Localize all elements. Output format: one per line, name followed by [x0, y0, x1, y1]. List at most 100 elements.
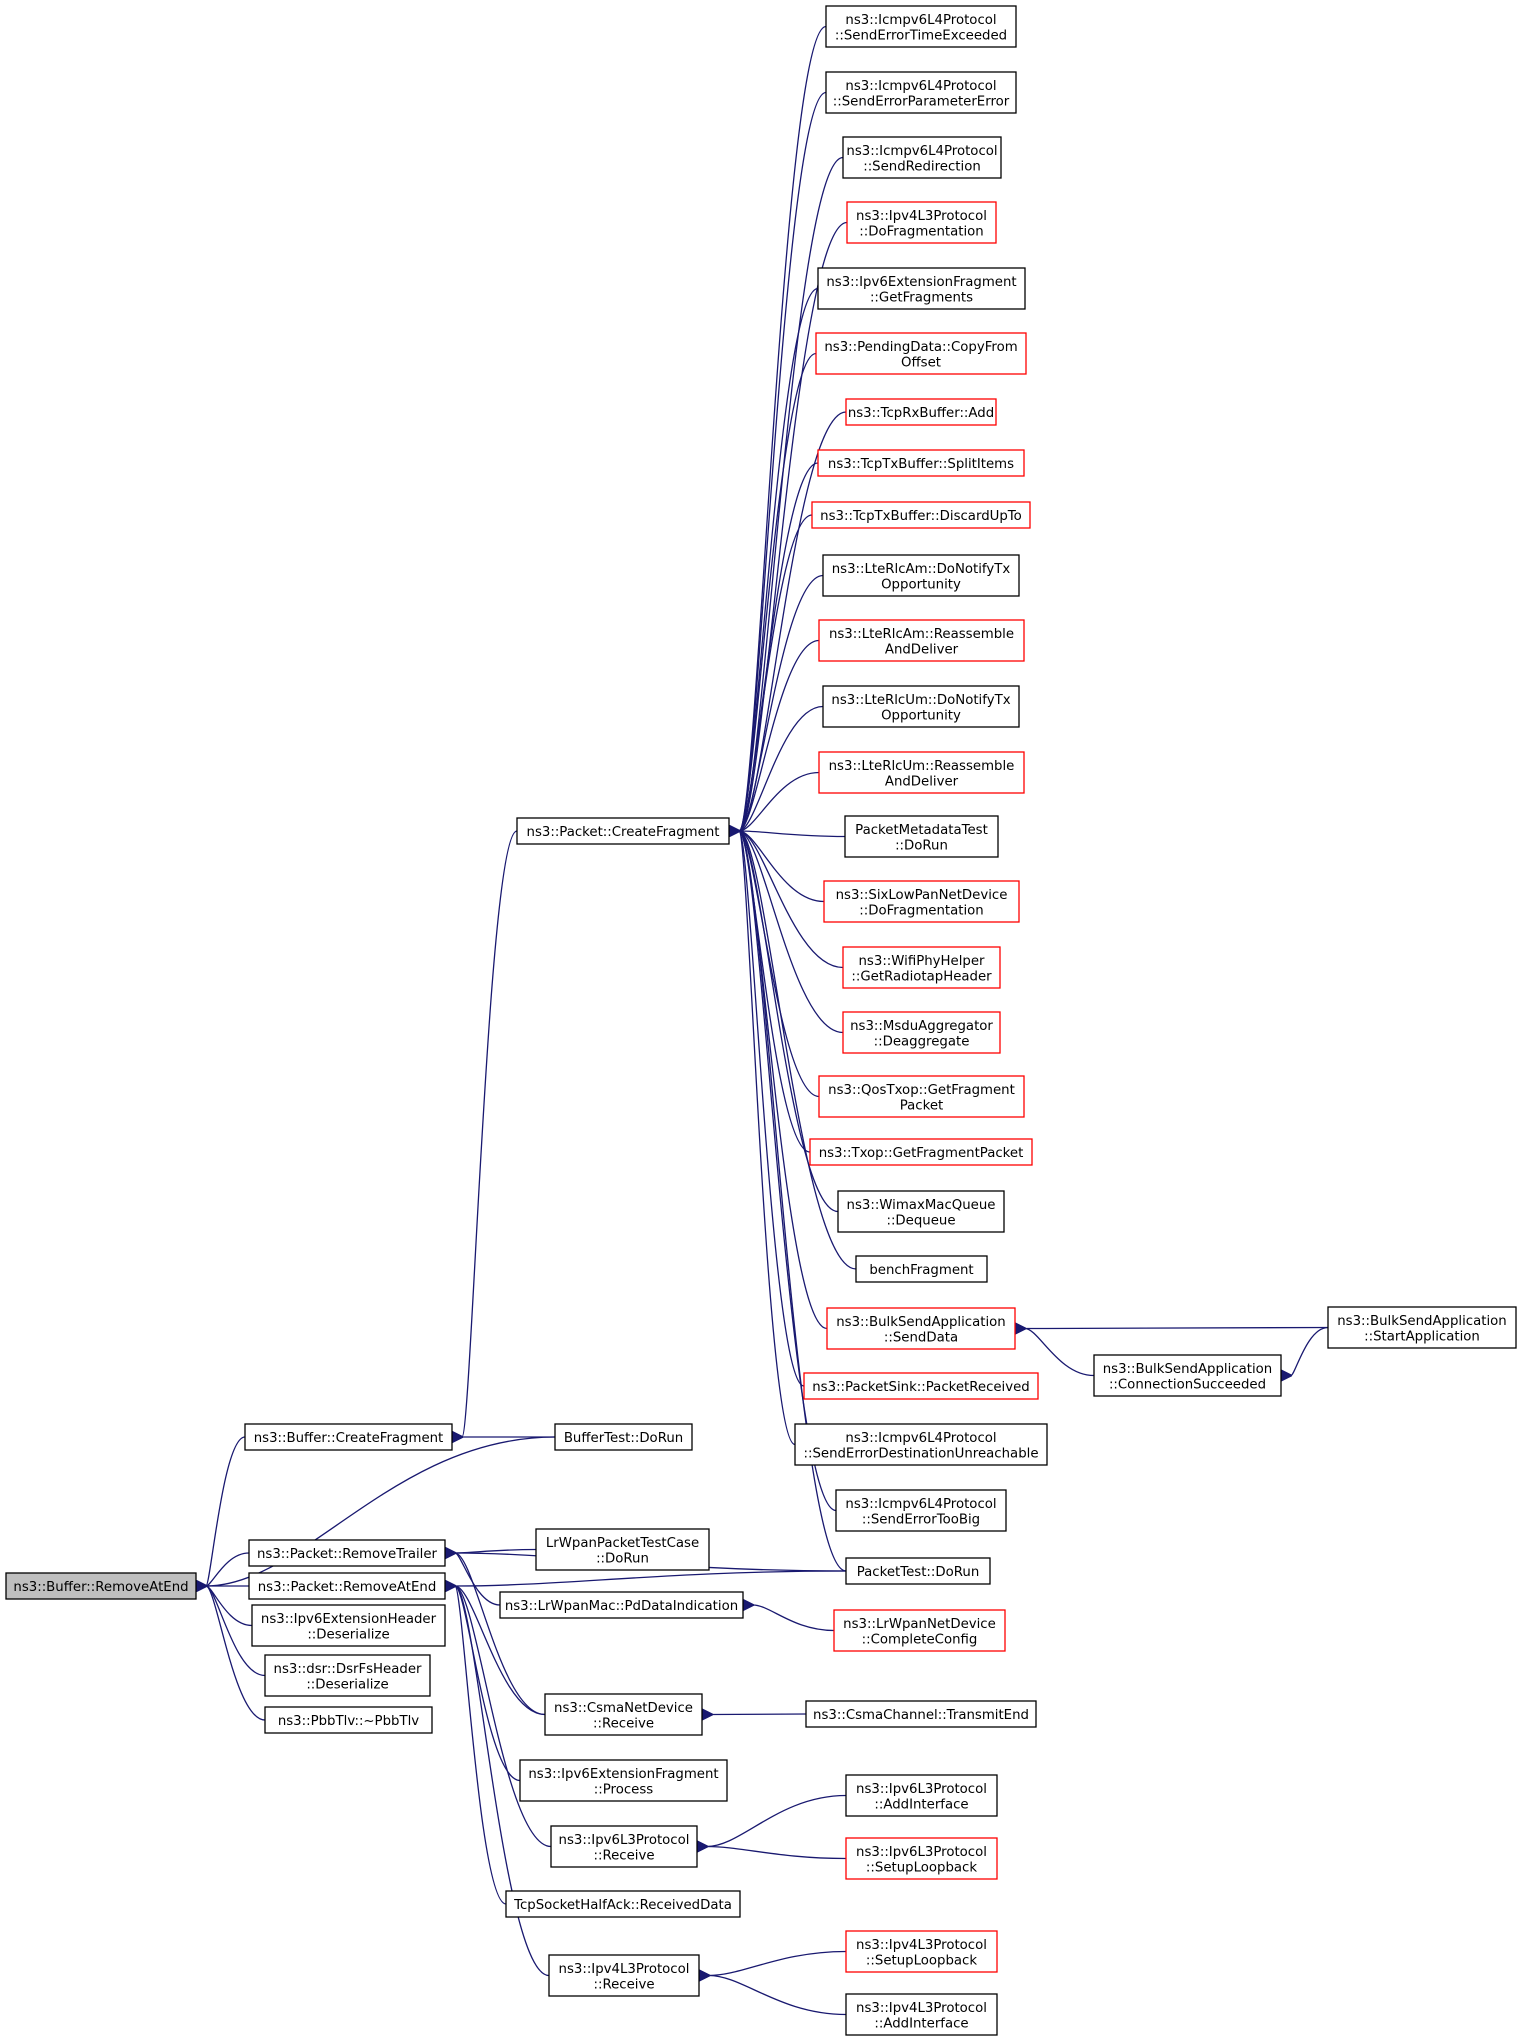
graph-node-bulkSendData[interactable]: ns3::BulkSendApplication::SendData [826, 1307, 1016, 1350]
node-label: ns3::CsmaChannel::TransmitEnd [813, 1708, 1029, 1723]
node-label: ns3::LteRlcUm::Reassemble [829, 759, 1015, 774]
edge-msduAgg-to-pktCreateFrag [739, 831, 844, 1034]
graph-node-bulkStartApp[interactable]: ns3::BulkSendApplication::StartApplicati… [1327, 1306, 1517, 1349]
node-label: PacketTest::DoRun [857, 1565, 980, 1580]
node-label: ns3::LteRlcUm::DoNotifyTx [831, 693, 1010, 708]
node-label: ns3::LteRlcAm::Reassemble [829, 627, 1014, 642]
graph-node-ipv6L3Recv[interactable]: ns3::Ipv6L3Protocol::Receive [550, 1825, 698, 1868]
node-box [248, 1539, 446, 1567]
node-label: ::AddInterface [874, 1797, 968, 1812]
graph-node-wifiPhyHelper[interactable]: ns3::WifiPhyHelper::GetRadiotapHeader [842, 946, 1001, 989]
edge-icmpParamErr-to-pktCreateFrag [739, 91, 827, 832]
node-label: ns3::Packet::RemoveTrailer [257, 1547, 438, 1562]
edge-lrwpanPktTest-to-pktRemoveTrailer [455, 1550, 537, 1554]
graph-node-ipv6SetupLoop[interactable]: ns3::Ipv6L3Protocol::SetupLoopback [845, 1837, 998, 1880]
node-box [846, 201, 997, 244]
graph-node-bulkConnSucc[interactable]: ns3::BulkSendApplication::ConnectionSucc… [1093, 1354, 1282, 1397]
node-box [845, 1837, 998, 1880]
graph-node-icmpTooBig[interactable]: ns3::Icmpv6L4Protocol::SendErrorTooBig [835, 1489, 1007, 1532]
edge-ipv6L3Recv-to-pktRemoveAtEnd [455, 1586, 552, 1848]
edge-packetTestDoRun-to-pktCreateFrag [739, 831, 847, 1572]
edge-wimaxDequeue-to-pktCreateFrag [739, 831, 839, 1213]
node-label: ns3::TcpTxBuffer::SplitItems [828, 457, 1014, 472]
graph-node-icmpParamErr[interactable]: ns3::Icmpv6L4Protocol::SendErrorParamete… [825, 71, 1017, 114]
node-box [499, 1591, 744, 1619]
graph-node-icmpDestUnr[interactable]: ns3::Icmpv6L4Protocol::SendErrorDestinat… [794, 1423, 1048, 1466]
node-label: ::SendErrorTooBig [862, 1512, 980, 1527]
graph-node-ipv4SetupLoop[interactable]: ns3::Ipv4L3Protocol::SetupLoopback [845, 1930, 998, 1973]
graph-node-ipv4L3Recv[interactable]: ns3::Ipv4L3Protocol::Receive [548, 1954, 700, 1997]
graph-node-lrwpanPktTest[interactable]: LrWpanPacketTestCase::DoRun [535, 1528, 710, 1571]
node-box [818, 751, 1025, 794]
edge-csmaTransmitEnd-to-csmaRecv [712, 1714, 807, 1715]
edge-ipv4SetupLoop-to-ipv4L3Recv [709, 1950, 847, 1976]
node-label: ::GetFragments [870, 290, 973, 305]
graph-node-ipv6ExtFragGet[interactable]: ns3::Ipv6ExtensionFragment::GetFragments [817, 267, 1026, 310]
node-label: PacketMetadataTest [855, 823, 988, 838]
graph-node-tcpHalfAck[interactable]: TcpSocketHalfAck::ReceivedData [505, 1890, 741, 1918]
graph-node-pktRemoveAtEnd[interactable]: ns3::Packet::RemoveAtEnd [248, 1572, 446, 1600]
graph-node-benchFrag[interactable]: benchFragment [855, 1255, 988, 1283]
edge-icmpTooBig-to-pktCreateFrag [739, 831, 837, 1512]
edge-bufferTestDoRun-to-root [206, 1436, 556, 1586]
graph-node-ipv4DoFrag[interactable]: ns3::Ipv4L3Protocol::DoFragmentation [846, 201, 997, 244]
node-label: ns3::TcpRxBuffer::Add [848, 406, 994, 421]
graph-node-pbbTlv[interactable]: ns3::PbbTlv::~PbbTlv [264, 1706, 433, 1734]
node-box [822, 554, 1020, 597]
graph-node-pktMetaTest[interactable]: PacketMetadataTest::DoRun [844, 815, 999, 858]
node-box [818, 1075, 1025, 1118]
node-label: ns3::PbbTlv::~PbbTlv [278, 1714, 419, 1729]
graph-node-packetTestDoRun[interactable]: PacketTest::DoRun [845, 1557, 991, 1585]
edge-ipv4AddIf-to-ipv4L3Recv [709, 1976, 847, 2016]
graph-node-bufCreateFrag[interactable]: ns3::Buffer::CreateFragment [244, 1423, 453, 1451]
edge-ipv4DoFrag-to-pktCreateFrag [739, 221, 848, 832]
graph-node-icmpTimeExc[interactable]: ns3::Icmpv6L4Protocol::SendErrorTimeExce… [825, 5, 1017, 48]
graph-node-csmaRecv[interactable]: ns3::CsmaNetDevice::Receive [544, 1693, 703, 1736]
graph-node-icmpRedir[interactable]: ns3::Icmpv6L4Protocol::SendRedirection [842, 136, 1002, 179]
graph-node-lrwpanMacPd[interactable]: ns3::LrWpanMac::PdDataIndication [499, 1591, 744, 1619]
graph-node-tcpRxAdd[interactable]: ns3::TcpRxBuffer::Add [845, 398, 997, 426]
node-box [519, 1759, 728, 1802]
node-label: ::AddInterface [874, 2016, 968, 2031]
graph-node-ipv6AddIf[interactable]: ns3::Ipv6L3Protocol::AddInterface [845, 1774, 998, 1817]
graph-node-qosTxop[interactable]: ns3::QosTxop::GetFragmentPacket [818, 1075, 1025, 1118]
graph-node-txopFrag[interactable]: ns3::Txop::GetFragmentPacket [809, 1138, 1033, 1166]
graph-node-wimaxDequeue[interactable]: ns3::WimaxMacQueue::Dequeue [837, 1190, 1005, 1233]
graph-node-tcpTxDiscard[interactable]: ns3::TcpTxBuffer::DiscardUpTo [811, 501, 1031, 529]
graph-node-msduAgg[interactable]: ns3::MsduAggregator::Deaggregate [842, 1011, 1001, 1054]
graph-node-ipv6ExtFragProcess[interactable]: ns3::Ipv6ExtensionFragment::Process [519, 1759, 728, 1802]
graph-node-root[interactable]: ns3::Buffer::RemoveAtEnd [5, 1572, 197, 1600]
node-layer: ns3::Buffer::RemoveAtEnd ns3::Buffer::Cre… [5, 5, 1517, 2036]
edge-lrwpanCompleteCfg-to-lrwpanMacPd [753, 1605, 835, 1632]
node-label: ns3::SixLowPanNetDevice [836, 888, 1008, 903]
graph-node-ipv4AddIf[interactable]: ns3::Ipv4L3Protocol::AddInterface [845, 1993, 998, 2036]
edge-lteAmReasm-to-pktCreateFrag [739, 639, 820, 832]
node-label: ::Receive [593, 1977, 654, 1992]
edge-wifiPhyHelper-to-pktCreateFrag [739, 831, 844, 969]
graph-node-sixLowPan[interactable]: ns3::SixLowPanNetDevice::DoFragmentation [823, 880, 1020, 923]
node-box [815, 332, 1027, 375]
graph-node-pktRemoveTrailer[interactable]: ns3::Packet::RemoveTrailer [248, 1539, 446, 1567]
graph-node-pktCreateFrag[interactable]: ns3::Packet::CreateFragment [516, 817, 730, 845]
graph-node-pktSinkRecv[interactable]: ns3::PacketSink::PacketReceived [803, 1372, 1039, 1400]
node-box [842, 1011, 1001, 1054]
node-label: ns3::CsmaNetDevice [554, 1701, 693, 1716]
node-label: Offset [901, 355, 941, 370]
node-box [5, 1572, 197, 1600]
graph-node-lrwpanCompleteCfg[interactable]: ns3::LrWpanNetDevice::CompleteConfig [833, 1609, 1006, 1652]
edge-benchFrag-to-pktCreateFrag [739, 831, 857, 1270]
graph-node-bufferTestDoRun[interactable]: BufferTest::DoRun [554, 1423, 693, 1451]
node-label: ::SetupLoopback [866, 1860, 977, 1875]
graph-node-ipv6ExtHdrDeser[interactable]: ns3::Ipv6ExtensionHeader::Deserialize [251, 1604, 446, 1647]
graph-node-dsrFsDeser[interactable]: ns3::dsr::DsrFsHeader::Deserialize [264, 1654, 431, 1697]
edge-packetTestDoRun-to-pktRemoveAtEnd [455, 1570, 847, 1586]
node-box [264, 1706, 433, 1734]
graph-node-tcpTxSplit[interactable]: ns3::TcpTxBuffer::SplitItems [817, 449, 1025, 477]
graph-node-csmaTransmitEnd[interactable]: ns3::CsmaChannel::TransmitEnd [805, 1700, 1037, 1728]
node-box [837, 1190, 1005, 1233]
